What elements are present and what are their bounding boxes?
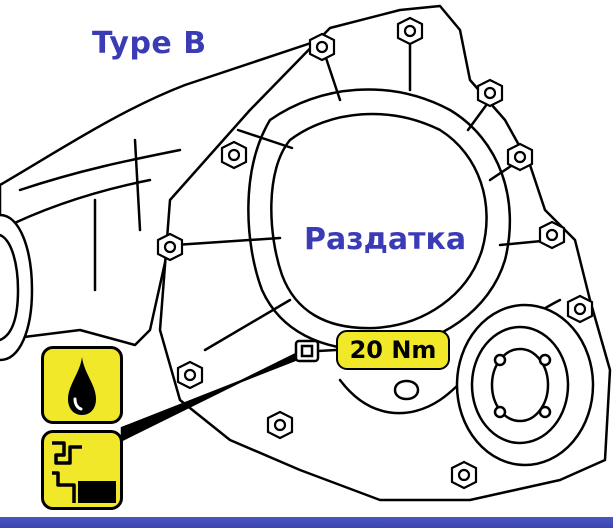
- flange-hole: [493, 353, 507, 367]
- oil-drop-icon: [41, 346, 123, 424]
- rib: [323, 53, 342, 102]
- flange-hole: [538, 405, 552, 419]
- torque-value: 20 Nm: [349, 336, 437, 364]
- rib: [203, 298, 292, 352]
- cover-face: [270, 112, 488, 330]
- footer-bar: [0, 517, 613, 528]
- flange-bolts: [156, 16, 594, 490]
- bolt: [220, 140, 248, 170]
- bolt: [450, 460, 478, 490]
- filler-plug-icon: [41, 430, 123, 510]
- output-flange-inner: [490, 347, 550, 423]
- housing-arm-ridge: [0, 178, 152, 232]
- bolt: [476, 78, 504, 108]
- housing-arm-ridge-4: [133, 138, 142, 232]
- lower-boss: [393, 379, 420, 401]
- rib: [173, 236, 282, 247]
- bolt: [538, 220, 566, 250]
- bolt: [156, 232, 184, 262]
- type-label: Type B: [92, 26, 207, 61]
- left-pipe-inner: [0, 233, 20, 342]
- torque-badge: 20 Nm: [336, 330, 450, 370]
- housing-arm-ridge-2: [18, 148, 182, 192]
- bolt: [266, 410, 294, 440]
- filler-plug: [120, 339, 337, 443]
- rib: [236, 128, 294, 150]
- bolt: [506, 142, 534, 172]
- part-name-label: Раздатка: [304, 222, 467, 257]
- flange-hole: [538, 353, 552, 367]
- bolt: [396, 16, 424, 46]
- flange-hole: [493, 405, 507, 419]
- bolt: [308, 32, 336, 62]
- bolt: [176, 360, 204, 390]
- bolt: [566, 294, 594, 324]
- left-pipe: [0, 213, 34, 362]
